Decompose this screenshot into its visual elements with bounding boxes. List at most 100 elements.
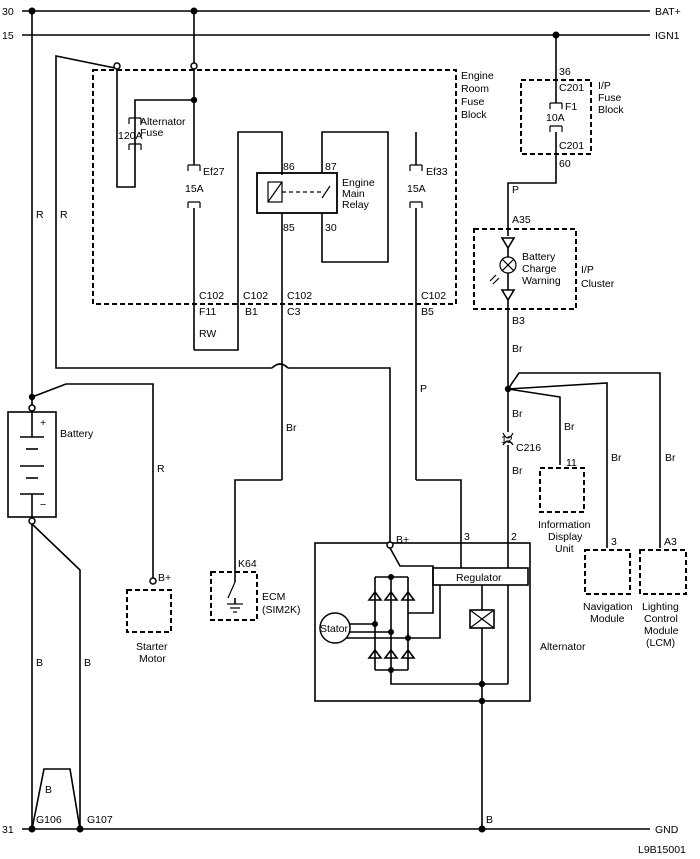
battery-minus: − bbox=[40, 499, 46, 511]
alternator bbox=[314, 542, 531, 702]
lcm-label-1: Lighting bbox=[642, 601, 679, 613]
gnd-rail: 31 GND bbox=[2, 824, 679, 836]
ipfb-pin-60: 60 bbox=[559, 158, 571, 170]
wire-br-c216-bot: Br bbox=[512, 465, 523, 477]
wire-br-lcm: Br bbox=[665, 452, 676, 464]
lcm-label-4: (LCM) bbox=[646, 637, 675, 649]
bat-rail: 30 BAT+ bbox=[2, 6, 681, 18]
c102-pin-b5: B5 bbox=[421, 306, 434, 318]
nav-pin-3: 3 bbox=[611, 536, 617, 548]
relay-label-1: Engine bbox=[342, 177, 375, 189]
ipfb-title-2: Fuse bbox=[598, 92, 622, 104]
c102-pin-b1: B1 bbox=[245, 306, 258, 318]
wire-p-ip: P bbox=[512, 184, 519, 196]
alt-fuse-label-1: Alternator bbox=[140, 116, 186, 128]
ipfb-pin-36: 36 bbox=[559, 66, 571, 78]
ipfb-title-1: I/P bbox=[598, 80, 611, 92]
relay-pin-85: 85 bbox=[283, 222, 295, 234]
ipfb-conn-bottom: C201 bbox=[559, 140, 584, 152]
idu-label-1: Information bbox=[538, 519, 591, 531]
ipfb-title-3: Block bbox=[598, 104, 624, 116]
wire-b-left: B bbox=[36, 657, 43, 669]
wire-br-nav: Br bbox=[611, 452, 622, 464]
regulator bbox=[432, 567, 529, 586]
ecm bbox=[210, 571, 258, 621]
rail-31-label: 31 bbox=[2, 824, 14, 836]
wire-b-g106: B bbox=[45, 784, 52, 796]
stator-label: Stator bbox=[320, 623, 349, 635]
engine-main-relay bbox=[256, 172, 338, 214]
alt-fuse-rating: 120A bbox=[118, 130, 143, 142]
lcm-pin-a3: A3 bbox=[664, 536, 677, 548]
ipc-label-1: Battery bbox=[522, 251, 556, 263]
ground-g106: G106 bbox=[36, 814, 62, 826]
efb-title-4: Block bbox=[461, 109, 487, 121]
wire-r-starter: R bbox=[157, 463, 165, 475]
alt-fuse-label-2: Fuse bbox=[140, 127, 164, 139]
diode-bridge bbox=[367, 574, 416, 673]
starter-motor bbox=[126, 589, 172, 633]
relay-pin-30: 30 bbox=[325, 222, 337, 234]
diagram-code: L9B15001 bbox=[638, 844, 686, 856]
c216-pin-12: 12 bbox=[501, 434, 513, 446]
wire-b-mid: B bbox=[84, 657, 91, 669]
nav-label-1: Navigation bbox=[583, 601, 633, 613]
wire-br-c216-top: Br bbox=[512, 408, 523, 420]
starter-label-1: Starter bbox=[136, 641, 168, 653]
ipc-conn-a35: A35 bbox=[512, 214, 531, 226]
ipc-label-3: Warning bbox=[522, 275, 561, 287]
c102-c: C102 bbox=[287, 290, 312, 302]
rail-30-label: 30 bbox=[2, 6, 14, 18]
starter-pin-bplus: B+ bbox=[158, 572, 171, 584]
wire-br-idu: Br bbox=[564, 421, 575, 433]
ecm-label-1: ECM bbox=[262, 591, 285, 603]
ef27-name: Ef27 bbox=[203, 166, 225, 178]
information-display-unit bbox=[539, 467, 585, 513]
ipc-label-2: Charge bbox=[522, 263, 557, 275]
alternator-bplus: B+ bbox=[396, 534, 409, 546]
ign-rail: 15 IGN1 bbox=[2, 30, 680, 42]
ipfb-rating: 10A bbox=[546, 112, 565, 124]
regulator-label: Regulator bbox=[456, 572, 502, 584]
ipc-title-2: Cluster bbox=[581, 278, 615, 290]
nav-label-2: Module bbox=[590, 613, 625, 625]
ef33-rating: 15A bbox=[407, 183, 426, 195]
relay-label-3: Relay bbox=[342, 199, 370, 211]
relay-pin-86: 86 bbox=[283, 161, 295, 173]
wire-br-ecm: Br bbox=[286, 422, 297, 434]
battery-label: Battery bbox=[60, 428, 94, 440]
ipfb-conn-top: C201 bbox=[559, 82, 584, 94]
wire-b-gnd: B bbox=[486, 814, 493, 826]
rail-15-label: 15 bbox=[2, 30, 14, 42]
navigation-module bbox=[584, 549, 631, 595]
engine-room-fuse-block bbox=[92, 69, 457, 305]
ef27-rating: 15A bbox=[185, 183, 204, 195]
idu-pin-11: 11 bbox=[566, 457, 577, 469]
idu-label-2: Display bbox=[548, 531, 583, 543]
alternator-pin-2: 2 bbox=[511, 531, 517, 543]
alternator-pin-3: 3 bbox=[464, 531, 470, 543]
alternator-label: Alternator bbox=[540, 641, 586, 653]
rail-batplus-label: BAT+ bbox=[655, 6, 681, 18]
starter-label-2: Motor bbox=[139, 653, 166, 665]
ipfb-fuse-f1: F1 bbox=[565, 101, 577, 113]
relay-label-2: Main bbox=[342, 188, 365, 200]
ef33-name: Ef33 bbox=[426, 166, 448, 178]
relay-pin-87: 87 bbox=[325, 161, 337, 173]
wire-br-b3: Br bbox=[512, 343, 523, 355]
c102-a: C102 bbox=[199, 290, 224, 302]
c216-conn: C216 bbox=[516, 442, 541, 454]
rail-gnd-label: GND bbox=[655, 824, 679, 836]
ground-g107: G107 bbox=[87, 814, 113, 826]
ecm-pin-k64: K64 bbox=[238, 558, 257, 570]
ecm-label-2: (SIM2K) bbox=[262, 604, 301, 616]
lcm-label-3: Module bbox=[644, 625, 679, 637]
lcm-label-2: Control bbox=[644, 613, 678, 625]
fuse-ef33 bbox=[409, 164, 423, 208]
c102-pin-f11: F11 bbox=[199, 306, 216, 318]
alternator-fuse bbox=[128, 117, 142, 150]
efb-title-3: Fuse bbox=[461, 96, 485, 108]
efb-title-1: Engine bbox=[461, 70, 494, 82]
